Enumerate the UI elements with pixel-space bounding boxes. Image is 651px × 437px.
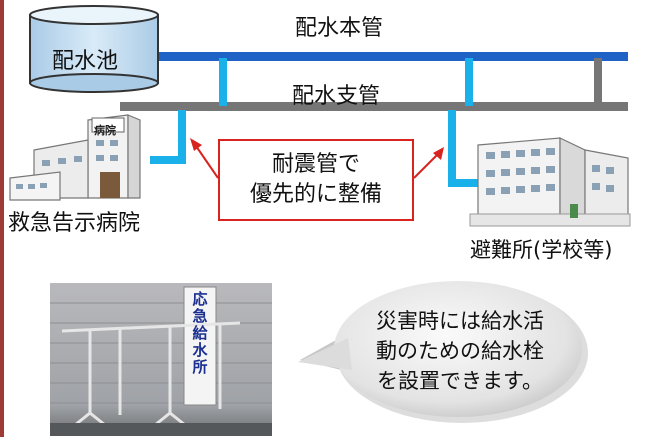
water-station-photo: 応急給水所 [50,283,272,436]
callout-arrows [190,138,444,179]
water-station-sign: 応急給水所 [192,290,208,376]
speech-bubble [298,281,588,423]
reservoir-tank [29,5,159,93]
main-pipe-label: 配水本管 [295,16,384,41]
hospital-building [9,114,141,201]
branch-pipe [120,102,628,111]
service-pipe-hospital [150,110,186,164]
callout-line-1: 耐震管で [271,152,360,177]
pipe-connector-right [594,58,602,106]
shelter-caption: 避難所(学校等) [470,238,613,262]
connector-pipe [219,58,227,106]
callout-line-2: 優先的に整備 [249,182,382,207]
hospital-caption: 救急告示病院 [8,211,141,236]
connector-pipe [465,58,473,106]
bubble-line-2: 動のための給水栓 [376,339,544,363]
main-pipe [150,52,628,61]
branch-pipe-label: 配水支管 [292,84,381,109]
shelter-building [469,137,631,227]
reservoir-label: 配水池 [52,49,119,74]
service-pipe-shelter [448,110,488,187]
bubble-text: 災害時には給水活 動のための給水栓 を設置できます。 [355,306,565,396]
bubble-line-1: 災害時には給水活 [376,309,544,333]
left-border [0,0,4,437]
earthquake-pipe-callout: 耐震管で 優先的に整備 [218,139,414,221]
hospital-sign: 病院 [94,124,116,137]
bubble-line-3: を設置できます。 [377,369,543,393]
